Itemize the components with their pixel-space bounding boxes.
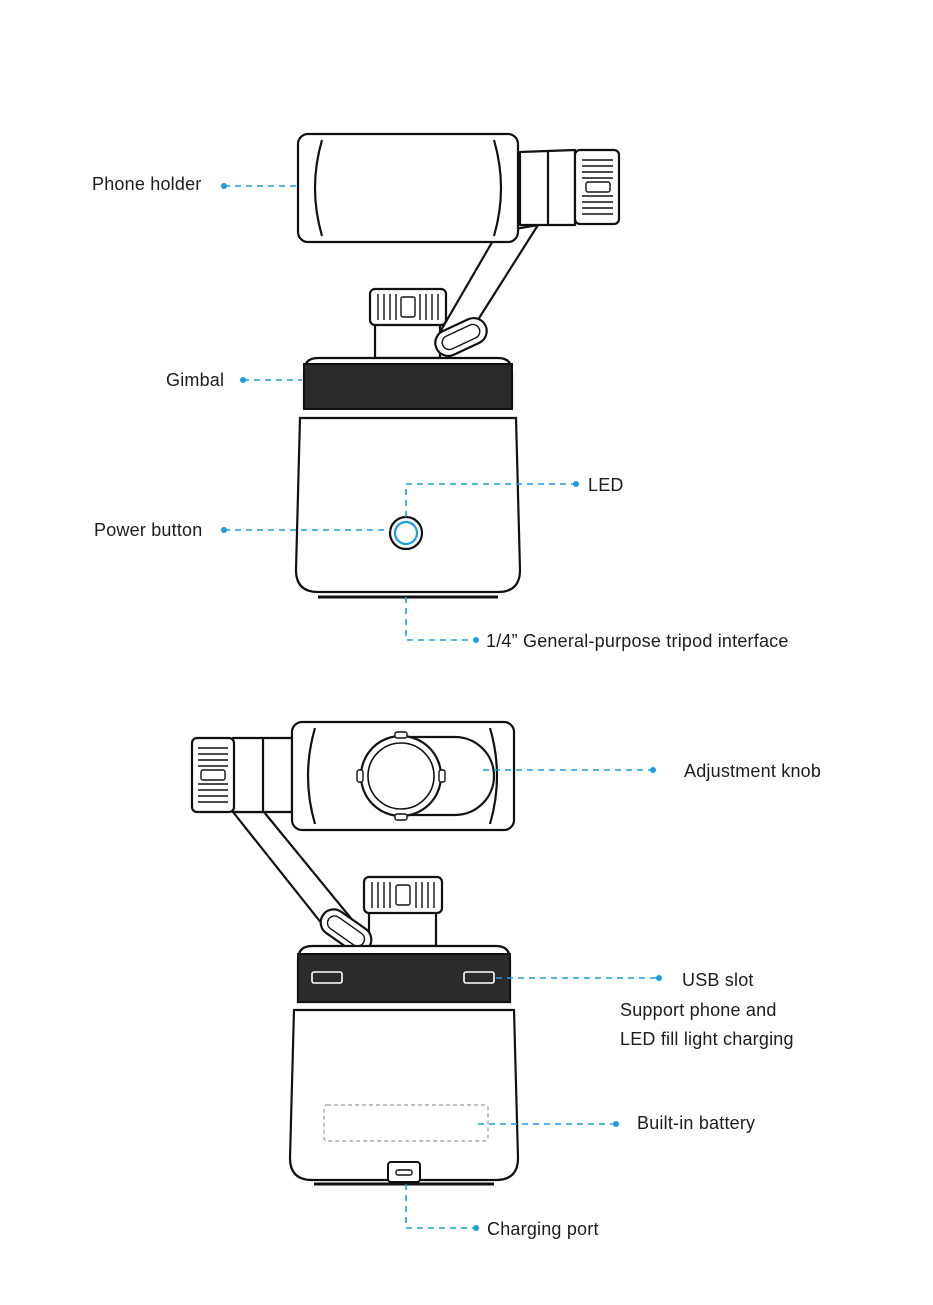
label-adjustment-knob: Adjustment knob: [684, 761, 822, 781]
charging-port-icon: [387, 1161, 421, 1183]
label-usb-note-1: Support phone and: [620, 1000, 777, 1020]
label-built-in-battery: Built-in battery: [637, 1113, 756, 1133]
side-knob-back: [190, 736, 236, 814]
usb-port-icon: [311, 971, 495, 984]
base-back: [288, 944, 520, 1186]
back-view: [190, 720, 662, 1231]
front-view: [221, 132, 621, 643]
side-knob: [573, 148, 621, 226]
base-front: [294, 356, 522, 599]
gimbal-arm: [438, 148, 577, 347]
arm-joint: [434, 316, 488, 358]
label-power-button: Power button: [94, 520, 203, 540]
label-phone-holder: Phone holder: [92, 174, 202, 194]
label-usb-note-2: LED fill light charging: [620, 1029, 794, 1049]
label-usb-slot: USB slot: [682, 970, 754, 990]
power-button-icon: [388, 515, 424, 551]
adjustment-knob-part: [356, 731, 446, 821]
gimbal-arm-back: [231, 736, 356, 936]
top-knob-back: [362, 875, 444, 948]
battery-outline: [323, 1104, 489, 1142]
leader-lines-front: [224, 185, 574, 641]
label-gimbal: Gimbal: [166, 370, 225, 390]
leader-lines-back: [405, 769, 657, 1229]
top-knob: [368, 287, 448, 360]
phone-holder-part: [296, 132, 520, 244]
leader-dots-front: [221, 183, 579, 643]
label-led: LED: [588, 475, 624, 495]
label-tripod-interface: 1/4” General-purpose tripod interface: [486, 631, 789, 651]
leader-dots-back: [473, 767, 662, 1231]
label-charging-port: Charging port: [487, 1219, 599, 1239]
